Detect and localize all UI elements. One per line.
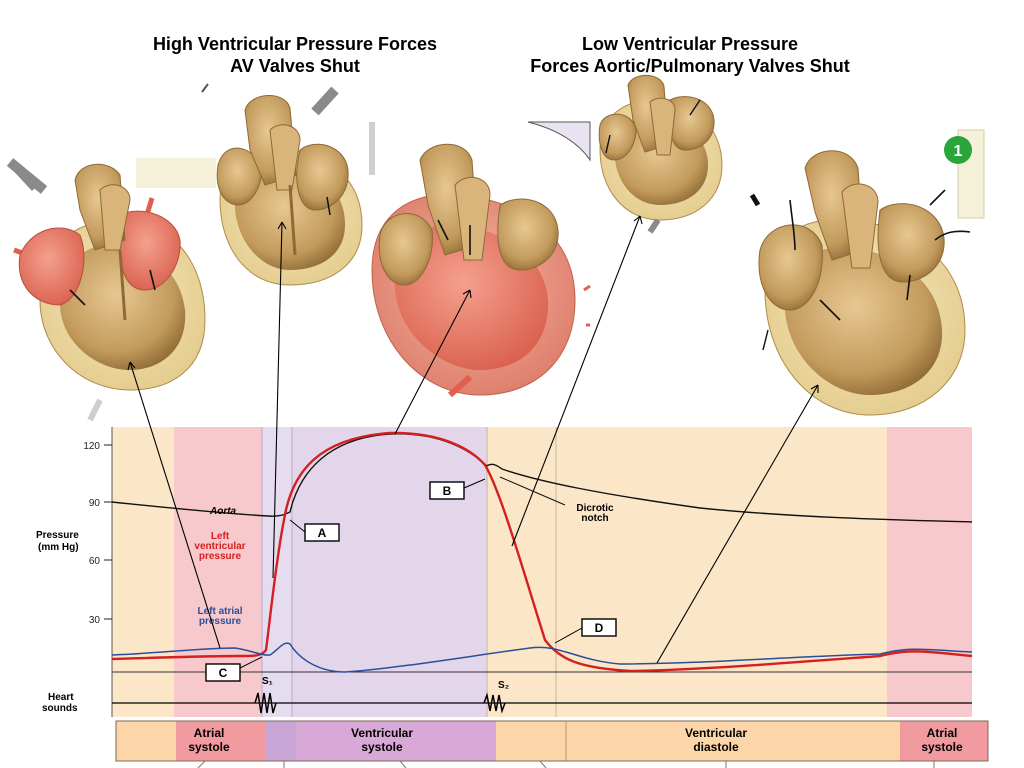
pointer-lines	[127, 215, 819, 664]
y-axis-label: Pressure	[36, 530, 79, 541]
heart-illustration-atrial-systole	[6, 158, 216, 422]
phase-atrial-systole-2: Atrial	[927, 726, 958, 740]
phase-ventricular-systole: Ventricular	[351, 726, 413, 740]
title-semilunar-valves: Low Ventricular Pressure Forces Aortic/P…	[530, 34, 850, 76]
lv-label-2: ventricular	[194, 541, 245, 552]
s2-label: S₂	[498, 680, 509, 691]
phase-bar: Atrial systole Ventricular systole Ventr…	[115, 720, 989, 768]
marker-b: B	[429, 478, 486, 500]
y-tick-120: 120	[83, 441, 100, 452]
phase-atrial-systole-2b: systole	[921, 740, 963, 754]
y-tick-30: 30	[89, 615, 101, 626]
svg-text:D: D	[595, 621, 604, 635]
dicrotic-label-1: Dicrotic	[576, 503, 614, 514]
phase-atrial-systole-1: Atrial	[194, 726, 225, 740]
y-tick-90: 90	[89, 498, 101, 509]
dicrotic-label-2: notch	[581, 513, 608, 524]
phase-ventricular-diastole-b: diastole	[693, 740, 739, 754]
la-label-1: Left atrial	[197, 606, 242, 617]
heart-illustration-ventricular-ejection	[369, 121, 591, 398]
phase-bands	[111, 427, 972, 717]
svg-text:C: C	[219, 666, 228, 680]
phase-ventricular-diastole: Ventricular	[685, 726, 747, 740]
heart-sounds-label-2: sounds	[42, 703, 78, 714]
lv-label-3: pressure	[199, 551, 242, 562]
la-label-2: pressure	[199, 616, 242, 627]
title-av-valves: High Ventricular Pressure Forces AV Valv…	[152, 34, 438, 76]
heart-illustration-ventricular-filling: 1	[749, 129, 985, 416]
marker-a: A	[289, 519, 340, 542]
panel-badge-1	[944, 136, 972, 164]
s1-waveform	[254, 692, 277, 714]
s1-label: S₁	[262, 676, 273, 687]
phase-ventricular-systole-b: systole	[361, 740, 403, 754]
heart-sounds-label: Heart	[48, 692, 74, 703]
aorta-label: Aorta	[209, 506, 237, 517]
phase-atrial-systole-1b: systole	[188, 740, 230, 754]
svg-text:A: A	[318, 526, 327, 540]
la-pressure-curve	[111, 642, 973, 673]
s2-waveform	[483, 692, 506, 714]
marker-c: C	[205, 656, 263, 682]
y-axis-unit: (mm Hg)	[38, 542, 79, 553]
lv-label-1: Left	[211, 531, 230, 542]
heart-sounds-track: S₁ S₂ Heart sounds	[42, 671, 972, 714]
y-tick-60: 60	[89, 556, 101, 567]
marker-d: D	[554, 618, 617, 644]
heart-illustration-isovolumetric-relaxation	[598, 74, 723, 234]
y-axis: 120 90 60 30 Pressure (mm Hg)	[36, 441, 112, 626]
panel-badge-number: 1	[954, 143, 963, 160]
heart-illustration-isovolumetric-contraction	[201, 83, 363, 286]
svg-text:B: B	[443, 484, 452, 498]
